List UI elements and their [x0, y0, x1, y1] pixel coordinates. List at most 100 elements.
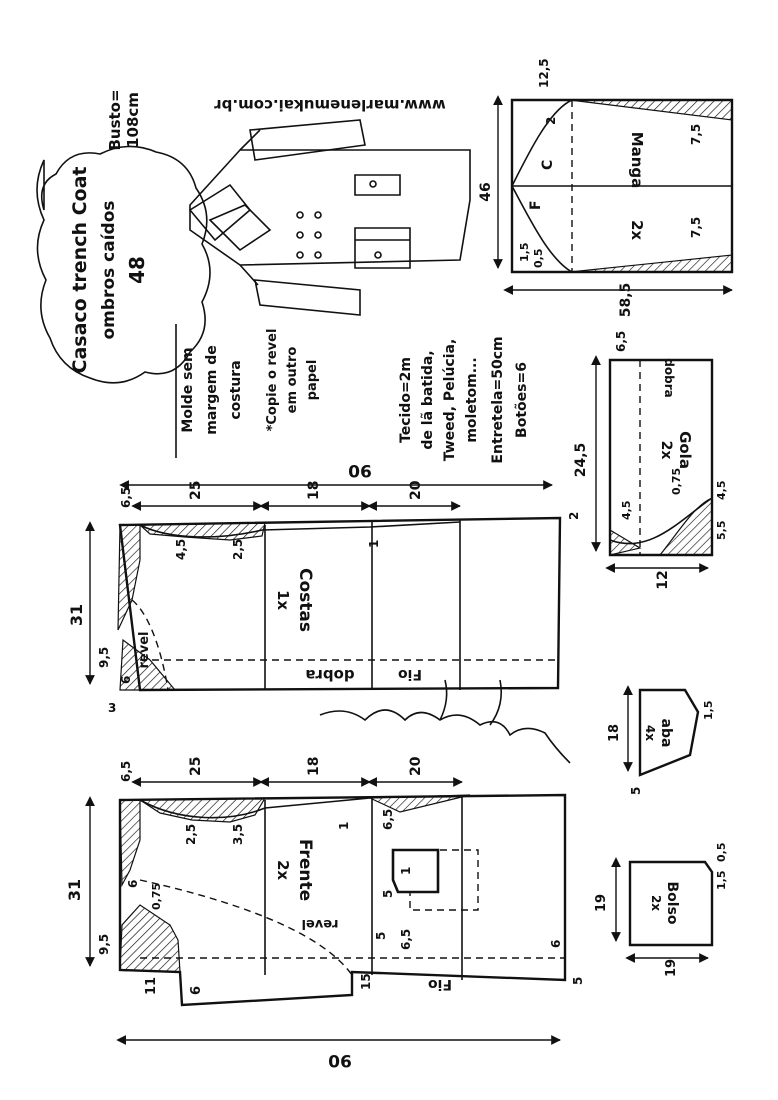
front-m-95: 9,5: [97, 934, 111, 955]
front-m-5c: 5: [374, 932, 388, 940]
pocket-name: Bolso: [664, 881, 680, 924]
sleeve-m-75b: 7,5: [689, 217, 703, 238]
front-m-1b: 1: [399, 867, 413, 875]
collar-m-075: 0,75: [670, 468, 683, 495]
back-piece: Costas 1x dobra Fio revel 90 31 6,5 25 1…: [67, 460, 581, 715]
front-m-6b: 6: [189, 986, 204, 995]
sleeve-m-05: 0,5: [532, 249, 545, 269]
title-cloud: [36, 145, 211, 384]
copy-note-line2: em outro: [285, 347, 300, 414]
back-fold: dobra: [305, 666, 354, 684]
website: www.marlenemukai.com.br: [214, 96, 446, 114]
front-m-5b: 5: [571, 977, 585, 985]
front-width: 31: [65, 879, 84, 901]
collar-m-45a: 4,5: [620, 501, 633, 521]
mold-note-line3: costura: [228, 360, 244, 419]
pocket-length: 19: [594, 894, 609, 912]
front-length: 90: [328, 1050, 352, 1070]
front-facing: revel: [302, 916, 339, 931]
pocket-piece: Bolso 2x 19 19 1,5 0,5: [594, 843, 728, 978]
back-m-65: 6,5: [119, 487, 133, 508]
front-m-65: 6,5: [119, 761, 133, 782]
front-m-20: 20: [408, 756, 424, 776]
back-m-25: 25: [188, 481, 204, 500]
collar-m-55: 5,5: [715, 521, 728, 541]
back-m-20: 20: [408, 480, 424, 500]
front-m-075: 0,75: [150, 883, 163, 910]
front-m-11: 11: [144, 977, 159, 995]
materials-notes: Tecido=2m de lã batida, Tweed, Pelúcia, …: [398, 336, 530, 463]
flap-piece: aba 4x 18 5 1,5: [607, 685, 715, 795]
fabric-line4: moletom...: [464, 357, 480, 442]
back-facing: revel: [137, 632, 152, 669]
sleeve-length: 58,5: [618, 283, 634, 318]
front-m-15: 15: [359, 973, 373, 990]
collar-count: 2x: [658, 441, 674, 460]
back-count: 1x: [274, 590, 292, 610]
back-m-45: 4,5: [174, 539, 188, 560]
title-line1: Casaco trench Coat: [69, 167, 91, 374]
back-grain: Fio: [398, 666, 422, 682]
title-line2: ombros caídos: [99, 200, 119, 339]
coat-illustration: [188, 119, 471, 316]
bust-label: Busto= 108cm: [106, 89, 142, 150]
collar-length: 24,5: [573, 443, 589, 478]
sleeve-count: 2x: [628, 220, 646, 240]
pocket-count: 2x: [649, 895, 663, 911]
interfacing-note: Entretela=50cm: [490, 336, 506, 463]
front-m-35: 3,5: [231, 824, 245, 845]
back-name: Costas: [295, 568, 315, 632]
back-m-95: 9,5: [97, 647, 111, 668]
back-m-6: 6: [119, 676, 133, 684]
back-width: 31: [67, 604, 86, 626]
bust-value: 108cm: [124, 92, 142, 148]
pocket-m-05: 0,5: [715, 843, 728, 863]
fabric-line2: de lã batida,: [420, 350, 436, 449]
front-m-18: 18: [306, 757, 322, 776]
copy-note-line1: *Copie o revel: [265, 329, 280, 432]
title-size: 48: [125, 256, 149, 284]
collar-width: 12: [655, 570, 671, 589]
sleeve-m-15: 1,5: [518, 243, 531, 263]
fabric-line3: Tweed, Pelúcia,: [442, 339, 458, 462]
front-grain: Fio: [428, 976, 452, 992]
collar-name: Gola: [676, 431, 694, 469]
front-piece: Frente 2x Fio revel 90 31 6,5 25 18 20 2…: [65, 756, 585, 1070]
collar-m-45b: 4,5: [715, 481, 728, 501]
mold-notes: Molde sem margem de costura *Copie o rev…: [175, 324, 320, 458]
buttons-note: Botões=6: [514, 362, 530, 438]
front-m-1: 1: [337, 822, 351, 830]
sleeve-front-mark: F: [528, 200, 544, 210]
pocket-width: 19: [664, 959, 679, 977]
front-m-65c: 6,5: [399, 929, 413, 950]
flap-name: aba: [658, 719, 674, 748]
collar-m-65: 6,5: [614, 331, 628, 352]
sleeve-piece: F C Manga 2x 58,5 46 12,5 2 7,5 7,5 1,5 …: [478, 58, 734, 318]
front-m-25b: 2,5: [184, 824, 198, 845]
title-block: Casaco trench Coat ombros caídos 48: [36, 145, 211, 384]
sleeve-m-75a: 7,5: [689, 124, 703, 145]
front-m-65b: 6,5: [381, 809, 395, 830]
front-m-25: 25: [188, 757, 204, 776]
sleeve-width: 46: [478, 182, 494, 201]
back-m-3: 3: [108, 701, 116, 715]
pocket-m-15: 1,5: [715, 871, 728, 891]
collar-fold: dobra: [662, 358, 676, 397]
front-m-6a: 6: [126, 880, 140, 888]
front-count: 2x: [274, 860, 292, 880]
back-m-25b: 2,5: [231, 539, 245, 560]
mold-note-line2: margem de: [204, 345, 220, 434]
front-m-5: 5: [381, 890, 395, 898]
fabric-line1: Tecido=2m: [398, 357, 414, 443]
back-m-1: 1: [367, 540, 381, 548]
back-m-2: 2: [567, 512, 581, 520]
sleeve-back-mark: C: [540, 160, 556, 170]
back-length: 90: [348, 460, 372, 480]
flap-m-15: 1,5: [702, 701, 715, 721]
mold-note-line1: Molde sem: [180, 347, 196, 432]
front-m-6c: 6: [549, 940, 563, 948]
sleeve-m-2: 2: [544, 117, 558, 125]
front-name: Frente: [295, 839, 315, 901]
bust-label-text: Busto=: [106, 89, 124, 150]
